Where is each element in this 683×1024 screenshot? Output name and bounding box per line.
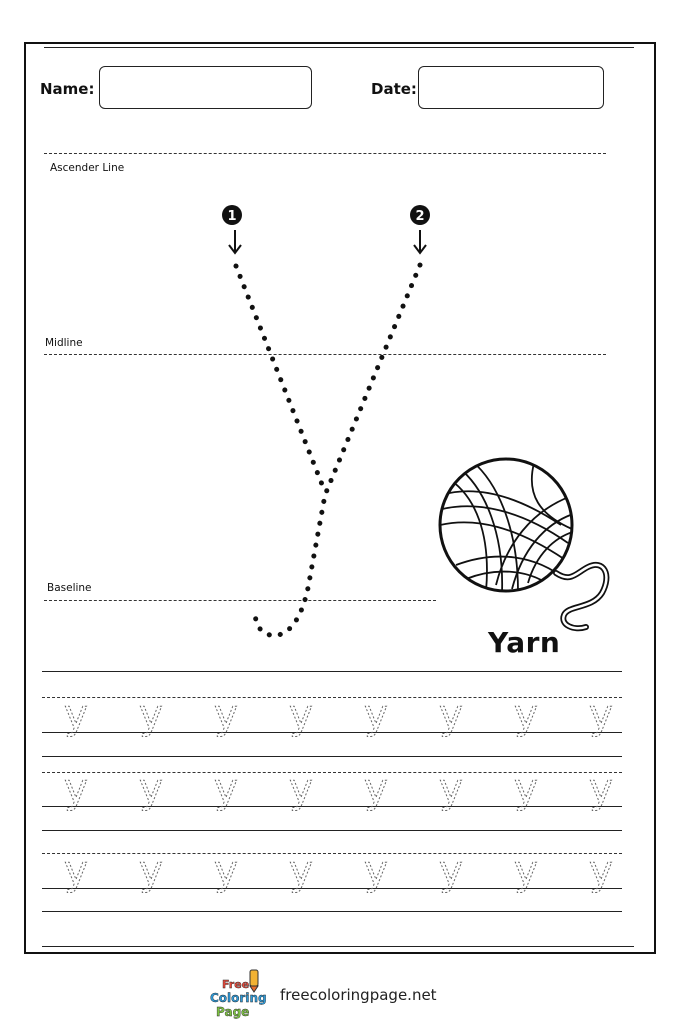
practice-letter: y — [139, 848, 163, 894]
stroke-step-1: 1 — [222, 205, 242, 255]
logo-word-1: Free — [222, 978, 249, 991]
midline — [44, 354, 606, 355]
practice-letter: y — [439, 766, 463, 812]
practice-letter: y — [439, 692, 463, 738]
practice-letter: y — [514, 848, 538, 894]
stroke-step-2-number: 2 — [415, 209, 424, 224]
date-label: Date: — [371, 80, 417, 98]
practice-letter: y — [139, 692, 163, 738]
yarn-ball-icon — [438, 457, 610, 632]
site-url[interactable]: freecoloringpage.net — [280, 986, 437, 1004]
practice-row-1-top — [42, 671, 622, 672]
practice-letter: y — [64, 766, 88, 812]
practice-row-3-bottom — [42, 911, 622, 912]
practice-letter: y — [64, 848, 88, 894]
sheet-bottom-rule — [42, 946, 634, 947]
date-field[interactable] — [418, 66, 604, 109]
free-coloring-page-logo: Free Coloring Page — [210, 969, 267, 1019]
practice-row-1-base — [42, 732, 622, 733]
baseline-label: Baseline — [47, 582, 92, 594]
practice-letter: y — [439, 848, 463, 894]
name-field[interactable] — [99, 66, 312, 109]
footer: Free Coloring Page freecoloringpage.net — [0, 966, 683, 1024]
practice-row-3-mid — [42, 853, 622, 854]
practice-letter: y — [589, 766, 613, 812]
practice-row-2-base — [42, 806, 622, 807]
practice-letter: y — [514, 766, 538, 812]
picture-caption: Yarn — [488, 626, 561, 659]
practice-letter: y — [289, 766, 313, 812]
practice-row-2-bottom — [42, 830, 622, 831]
logo-word-2: Coloring — [210, 991, 267, 1005]
arrow-down-icon — [228, 230, 242, 255]
practice-letter: y — [364, 692, 388, 738]
ascender-line-label: Ascender Line — [50, 162, 125, 174]
practice-letter: y — [214, 766, 238, 812]
stroke-step-2: 2 — [410, 205, 430, 255]
practice-row-1-bottom — [42, 756, 622, 757]
practice-letter: y — [289, 692, 313, 738]
name-label: Name: — [40, 80, 95, 98]
practice-row-2-mid — [42, 772, 622, 773]
practice-letter: y — [364, 848, 388, 894]
midline-label: Midline — [45, 337, 83, 349]
practice-letter: y — [589, 848, 613, 894]
practice-letter: y — [139, 766, 163, 812]
practice-letter: y — [589, 692, 613, 738]
practice-letter: y — [289, 848, 313, 894]
practice-row-3-base — [42, 888, 622, 889]
baseline — [44, 600, 436, 601]
logo-word-3: Page — [216, 1005, 249, 1019]
ascender-line — [44, 153, 606, 154]
practice-letter: y — [64, 692, 88, 738]
top-rule — [44, 47, 634, 48]
practice-letter: y — [214, 692, 238, 738]
practice-row-1-mid — [42, 697, 622, 698]
practice-letter: y — [514, 692, 538, 738]
stroke-step-1-number: 1 — [227, 209, 236, 224]
practice-letter: y — [364, 766, 388, 812]
arrow-down-icon — [413, 230, 427, 255]
practice-letter: y — [214, 848, 238, 894]
